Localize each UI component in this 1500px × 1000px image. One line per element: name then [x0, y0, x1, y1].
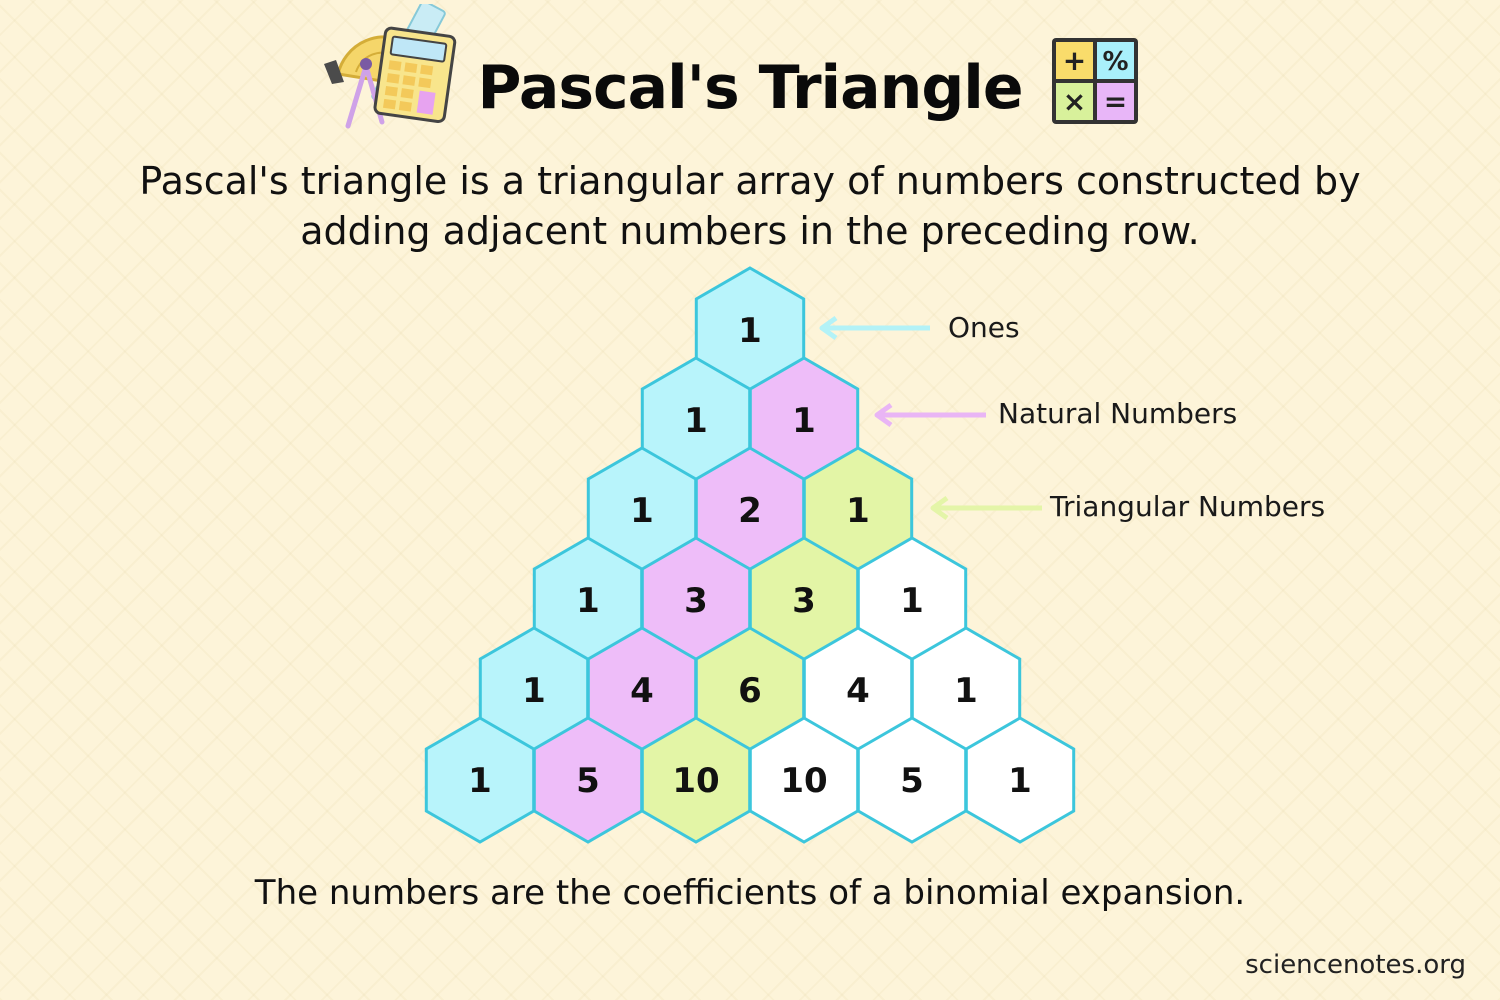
- hex-value: 1: [1008, 761, 1032, 801]
- natural-numbers-arrow: [874, 402, 986, 428]
- hex-value: 5: [576, 761, 600, 801]
- ones-arrow: [819, 315, 930, 341]
- intro-line-2: adding adjacent numbers in the preceding…: [300, 209, 1200, 253]
- hex-value: 1: [630, 491, 654, 531]
- hex-cell-r5-c2: 10: [640, 716, 752, 844]
- hex-value: 2: [738, 491, 762, 531]
- page-title: Pascal's Triangle: [477, 53, 1023, 123]
- hex-value: 1: [522, 671, 546, 711]
- hex-cell-r0-c0: 1: [694, 266, 806, 394]
- hex-value: 5: [900, 761, 924, 801]
- hex-value: 10: [672, 761, 719, 801]
- hex-cell-r1-c1: 1: [748, 356, 860, 484]
- plus-sign: +: [1063, 44, 1086, 77]
- hex-cell-r5-c3: 10: [748, 716, 860, 844]
- hex-cell-r5-c5: 1: [964, 716, 1076, 844]
- hex-value: 3: [684, 581, 708, 621]
- triangular-numbers-arrow: [930, 495, 1042, 521]
- intro-text: Pascal's triangle is a triangular array …: [60, 156, 1440, 256]
- hex-value: 1: [954, 671, 978, 711]
- hex-cell-r3-c3: 1: [856, 536, 968, 664]
- math-tools-icon: [324, 4, 457, 129]
- hex-cell-r3-c2: 3: [748, 536, 860, 664]
- calculator-operations-icon: + % × =: [1052, 38, 1138, 124]
- intro-line-1: Pascal's triangle is a triangular array …: [139, 159, 1361, 203]
- hex-value: 1: [738, 311, 762, 351]
- hex-cell-r5-c1: 5: [532, 716, 644, 844]
- hex-value: 1: [684, 401, 708, 441]
- hex-value: 1: [846, 491, 870, 531]
- hex-value: 4: [630, 671, 654, 711]
- hex-value: 10: [780, 761, 827, 801]
- hexagon: [964, 716, 1076, 844]
- hex-value: 1: [792, 401, 816, 441]
- source-credit: sciencenotes.org: [1245, 950, 1466, 980]
- footer-text: The numbers are the coefficients of a bi…: [254, 873, 1246, 913]
- hex-value: 4: [846, 671, 870, 711]
- label-ones: Ones: [948, 311, 1020, 344]
- hex-value: 3: [792, 581, 816, 621]
- hex-value: 6: [738, 671, 762, 711]
- hex-value: 1: [900, 581, 924, 621]
- label-natural-numbers: Natural Numbers: [998, 397, 1238, 430]
- percent-sign: %: [1102, 47, 1128, 77]
- times-sign: ×: [1063, 85, 1086, 118]
- hex-value: 1: [468, 761, 492, 801]
- hex-value: 1: [576, 581, 600, 621]
- label-triangular-numbers: Triangular Numbers: [1050, 490, 1326, 523]
- hex-cell-r2-c2: 1: [802, 446, 914, 574]
- equals-sign: =: [1104, 85, 1127, 118]
